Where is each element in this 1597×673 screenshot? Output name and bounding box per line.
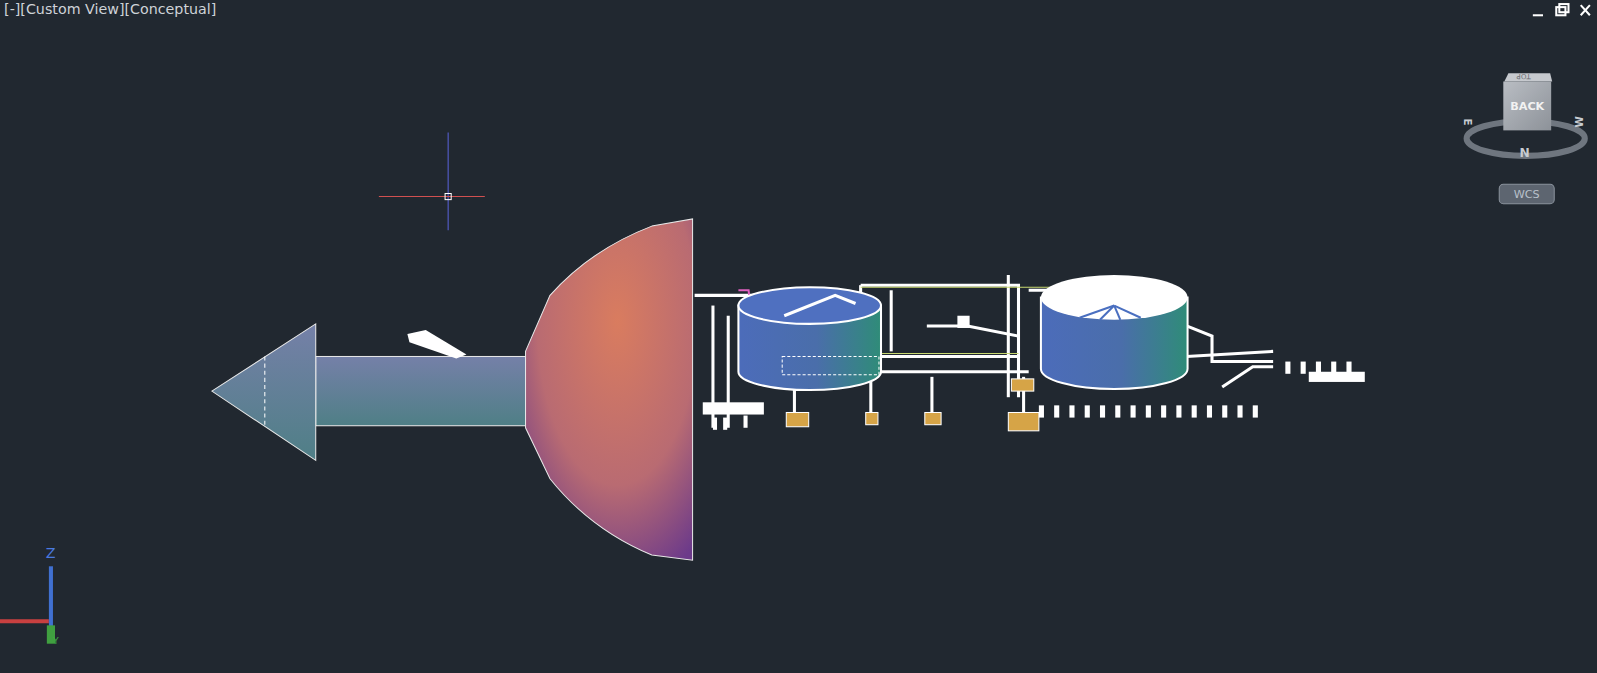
node-text: WCS bbox=[1514, 187, 1540, 200]
axis-label: Z bbox=[46, 545, 56, 561]
compass-letter: N bbox=[1520, 147, 1530, 161]
axis-label: Y bbox=[53, 636, 59, 647]
compass-letter: E bbox=[1461, 118, 1473, 125]
node-text: BACK bbox=[1510, 99, 1544, 112]
compass-letter: W bbox=[1573, 116, 1585, 127]
viewport-label: [-][Custom View][Conceptual] bbox=[4, 1, 216, 17]
viewcube-face: BACK bbox=[1503, 81, 1551, 130]
wcs-button: WCS bbox=[1499, 184, 1554, 203]
viewcube-top-text: TOP bbox=[1517, 72, 1531, 80]
